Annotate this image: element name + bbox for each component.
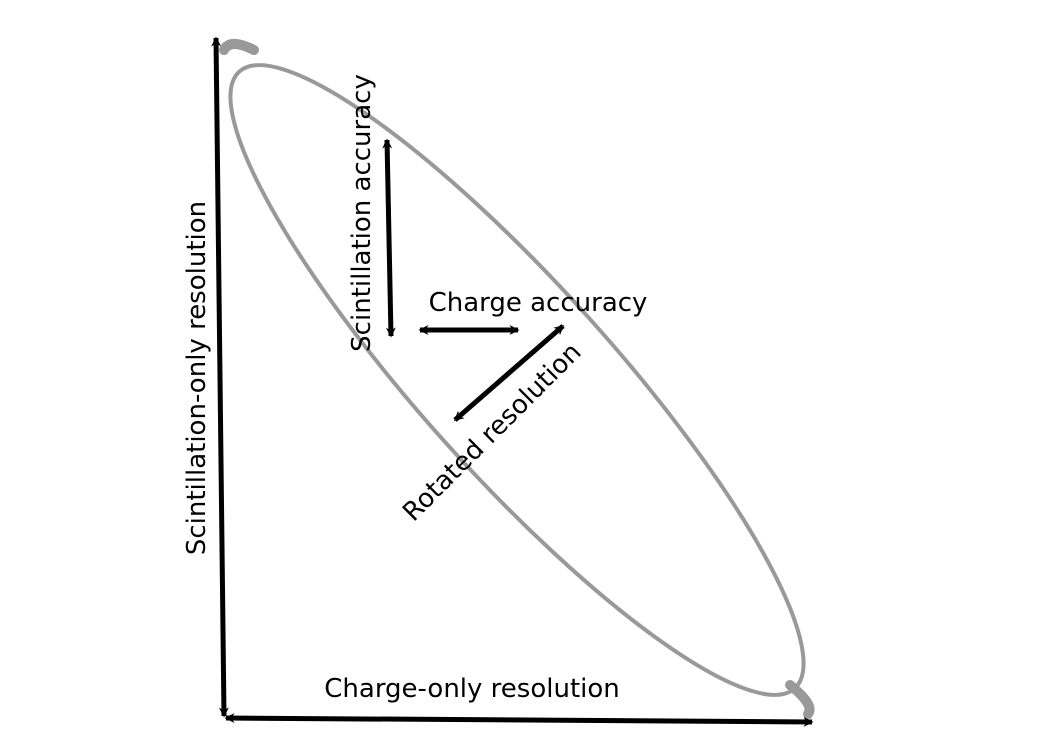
scintillation-only-label: Scintillation-only resolution (182, 201, 212, 555)
scintillation-accuracy-label: Scintillation accuracy (347, 74, 377, 352)
resolution-ellipse (219, 39, 815, 719)
ellipse-outline (228, 63, 806, 697)
scintillation-only-arrow (211, 36, 229, 718)
charge-accuracy-label: Charge accuracy (429, 288, 648, 318)
rotated-resolution-label: Rotated resolution (397, 337, 587, 527)
ellipse-bottom-thick-edge (785, 680, 815, 719)
ellipse-top-thick-edge (219, 39, 259, 55)
charge-only-arrow (224, 713, 814, 727)
charge-only-label: Charge-only resolution (324, 674, 620, 704)
rotated-resolution-arrow (453, 324, 565, 422)
scintillation-accuracy-arrow (382, 138, 396, 338)
